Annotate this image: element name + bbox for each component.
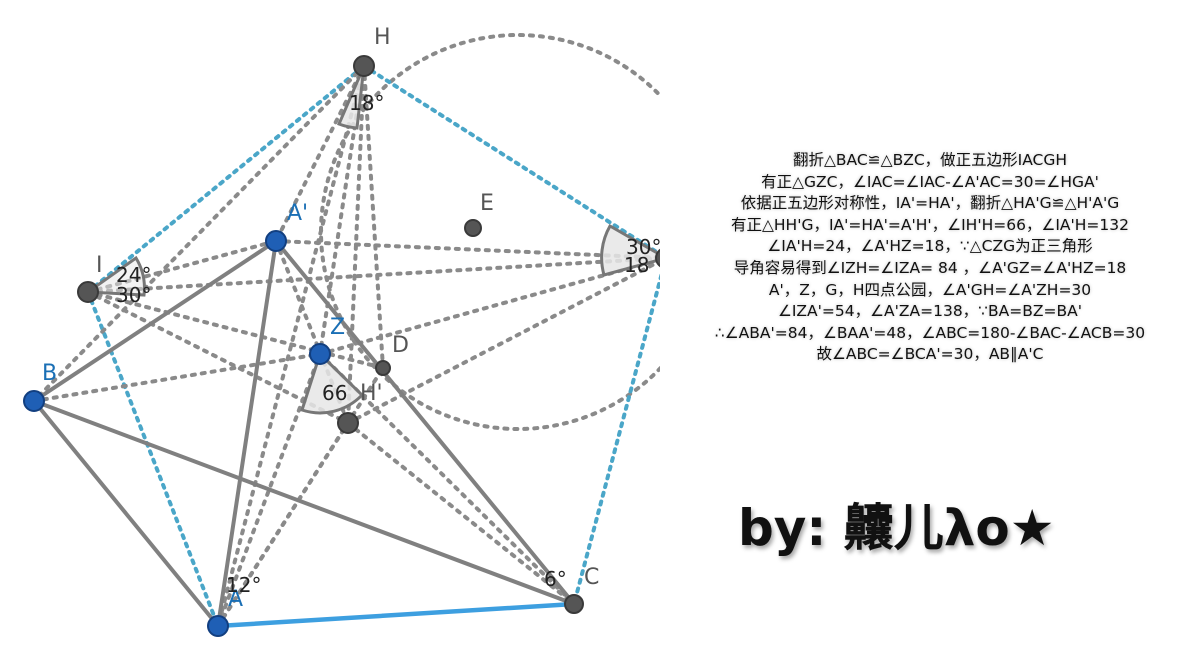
label-Z: Z: [330, 315, 345, 340]
line-H-Aprime: [274, 64, 366, 243]
blue-points: [23, 230, 331, 637]
angle-markers: [83, 65, 660, 415]
proof-line: 故∠ABC=∠BCA'=30，AB∥A'C: [816, 345, 1044, 364]
line-Hprime-C: [346, 421, 576, 606]
edge-GC: [572, 272, 660, 606]
author-signature: by: 齉儿λo★: [738, 499, 1055, 557]
label-E: E: [480, 191, 494, 216]
label-B: B: [42, 361, 57, 386]
line-H-D: [362, 64, 385, 370]
angle-label-G-18: 18: [624, 253, 649, 277]
proof-line: 翻折△BAC≌△BZC，做正五边形IACGH: [792, 151, 1068, 169]
angle-label-C: 6°: [544, 567, 567, 591]
proof-line: 依据正五边形对称性，IA'=HA'，翻折△HA'G≌△H'A'G: [740, 194, 1120, 213]
line-B-Z: [32, 352, 322, 403]
label-H: H: [374, 25, 391, 50]
angle-mark-Z: [300, 351, 365, 415]
proof-line: A'，Z，G，H四点公园，∠A'GH=∠A'ZH=30: [768, 280, 1092, 299]
proof-line: 导角容易得到∠IZH=∠IZA= 84 ，∠A'GZ=∠A'HZ=18: [733, 258, 1127, 277]
angle-label-A: 12°: [226, 573, 261, 597]
point-A: [207, 615, 229, 637]
point-Aprime: [265, 230, 287, 252]
label-A: A: [228, 587, 243, 612]
proof-line: ∠IZA'=54，∠A'ZA=138，∵BA=BZ=BA': [777, 302, 1083, 321]
segment-AAprime: [216, 239, 278, 628]
angle-mark-I: [83, 255, 146, 297]
label-D: D: [392, 333, 409, 358]
angle-label-G-30: 30°: [626, 235, 660, 259]
gray-points: [77, 55, 660, 614]
point-B: [23, 390, 45, 412]
geometry-figure: H A' I G E Z D H' B A C 18° 24° 30° 30° …: [23, 25, 660, 637]
segment-BC: [32, 399, 576, 606]
label-Aprime: A': [287, 201, 308, 226]
point-E: [464, 219, 482, 237]
point-H: [353, 55, 375, 77]
angle-label-Z: 66: [322, 381, 347, 405]
line-H-B: [32, 64, 366, 403]
point-C: [564, 594, 584, 614]
edge-IA: [86, 290, 220, 628]
proof-text: 翻折△BAC≌△BZC，做正五边形IACGH 有正△GZC，∠IAC=∠IAC-…: [660, 150, 1200, 366]
point-Hprime: [337, 412, 359, 434]
pentagon-edges: [86, 64, 660, 628]
point-G: [655, 248, 660, 268]
line-A-Z: [216, 352, 322, 628]
angle-mark-H: [337, 65, 366, 130]
line-I-G: [86, 256, 660, 294]
line-A-D: [216, 366, 385, 628]
point-I: [77, 281, 99, 303]
point-D: [375, 360, 391, 376]
dotted-construction-lines: [32, 64, 660, 628]
angle-label-I-30: 30°: [116, 283, 151, 307]
angle-label-I-24: 24°: [116, 263, 151, 287]
edge-HG: [362, 64, 660, 257]
proof-line: ∴∠ABA'=84，∠BAA'=48，∠ABC=180-∠BAC-∠ACB=30: [714, 323, 1146, 342]
label-I: I: [96, 253, 103, 278]
angle-mark-G: [600, 223, 660, 277]
line-I-D: [86, 290, 385, 370]
segment-BAprime: [32, 239, 278, 403]
proof-line: 有正△HH'G，IA'=HA'=A'H'，∠IH'H=66，∠IA'H=132: [730, 215, 1130, 234]
proof-line: 有正△GZC，∠IAC=∠IAC-∠A'AC=30=∠HGA': [761, 172, 1099, 191]
angle-label-H: 18°: [349, 91, 384, 115]
segment-AC: [215, 601, 577, 629]
label-Hprime: H': [360, 381, 383, 406]
segment-BA: [32, 399, 220, 628]
proof-line: ∠IA'H=24，∠A'HZ=18，∵△CZG为正三角形: [767, 237, 1093, 256]
label-C: C: [584, 565, 599, 590]
solid-lines: [32, 239, 576, 628]
segment-AprimeC: [274, 239, 576, 606]
point-Z: [309, 343, 331, 365]
edge-IH: [86, 64, 366, 294]
